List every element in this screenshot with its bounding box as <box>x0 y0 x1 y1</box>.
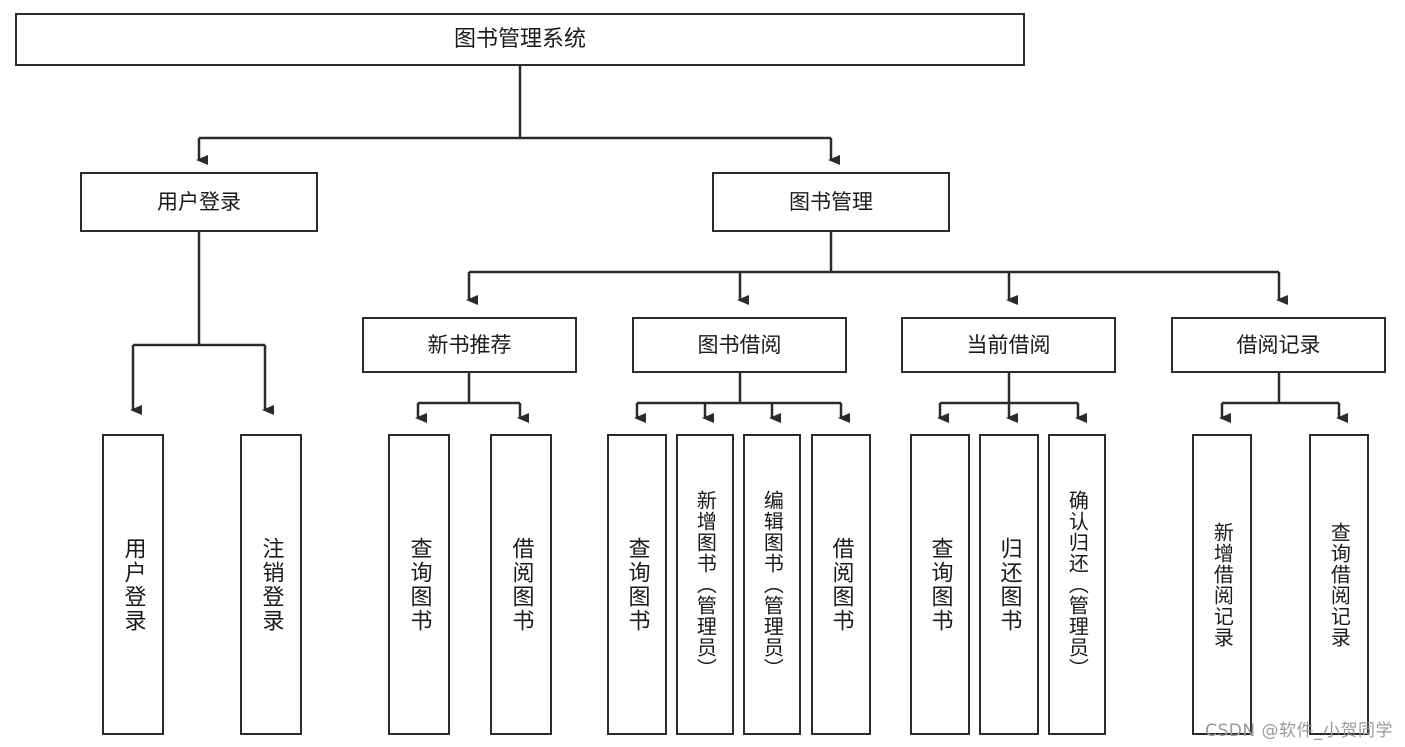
node-label: 编辑图书（管理员） <box>760 490 785 679</box>
node-book-management[interactable]: 图书管理 <box>712 172 950 232</box>
leaf-add-book[interactable]: 新增图书（管理员） <box>676 434 734 735</box>
node-label: 图书管理系统 <box>453 26 586 52</box>
node-label: 查询借阅记录 <box>1327 521 1352 648</box>
node-label: 借阅记录 <box>1236 332 1321 357</box>
leaf-return-book[interactable]: 归还图书 <box>979 434 1039 735</box>
node-new-book-recommend[interactable]: 新书推荐 <box>362 317 577 373</box>
node-label: 确认归还（管理员） <box>1065 490 1090 679</box>
node-label: 新书推荐 <box>427 332 512 357</box>
node-root-system[interactable]: 图书管理系统 <box>15 13 1025 66</box>
node-label: 用户登录 <box>120 536 146 633</box>
node-label: 查询图书 <box>624 536 650 633</box>
node-label: 查询图书 <box>406 536 432 633</box>
node-label: 归还图书 <box>996 536 1022 633</box>
leaf-confirm-return[interactable]: 确认归还（管理员） <box>1048 434 1106 735</box>
node-label: 新增图书（管理员） <box>693 490 718 679</box>
node-label: 图书管理 <box>789 189 873 214</box>
node-book-borrow[interactable]: 图书借阅 <box>632 317 847 373</box>
node-user-login[interactable]: 用户登录 <box>80 172 318 232</box>
node-label: 新增借阅记录 <box>1210 521 1235 648</box>
node-label: 借阅图书 <box>828 536 854 633</box>
node-label: 图书借阅 <box>697 332 782 357</box>
leaf-add-record[interactable]: 新增借阅记录 <box>1192 434 1252 735</box>
node-label: 当前借阅 <box>966 332 1051 357</box>
node-label: 查询图书 <box>927 536 953 633</box>
node-label: 用户登录 <box>157 189 241 214</box>
leaf-edit-book[interactable]: 编辑图书（管理员） <box>743 434 801 735</box>
node-borrow-record[interactable]: 借阅记录 <box>1171 317 1386 373</box>
node-label: 借阅图书 <box>508 536 534 633</box>
watermark-text: CSDN @软件_小贺同学 <box>1205 721 1393 741</box>
node-current-borrow[interactable]: 当前借阅 <box>901 317 1116 373</box>
leaf-query-book-1[interactable]: 查询图书 <box>388 434 450 735</box>
node-label: 注销登录 <box>258 536 284 633</box>
leaf-query-book-3[interactable]: 查询图书 <box>910 434 970 735</box>
leaf-borrow-book-1[interactable]: 借阅图书 <box>490 434 552 735</box>
leaf-user-login[interactable]: 用户登录 <box>102 434 164 735</box>
leaf-borrow-book-2[interactable]: 借阅图书 <box>811 434 871 735</box>
leaf-query-record[interactable]: 查询借阅记录 <box>1309 434 1369 735</box>
leaf-query-book-2[interactable]: 查询图书 <box>607 434 667 735</box>
leaf-logout-login[interactable]: 注销登录 <box>240 434 302 735</box>
